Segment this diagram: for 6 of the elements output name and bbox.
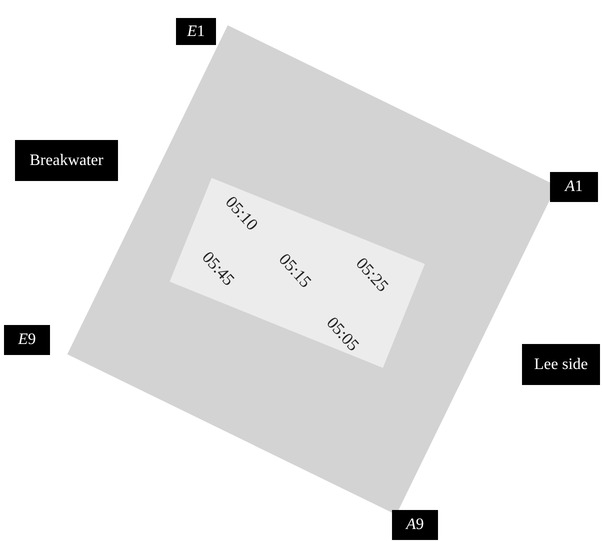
position-label: E9 <box>4 325 50 355</box>
position-label: Breakwater <box>15 140 118 181</box>
position-label: A9 <box>392 510 438 540</box>
position-label: Lee side <box>522 344 600 385</box>
position-label: A1 <box>550 172 598 202</box>
position-label: E1 <box>176 18 216 45</box>
